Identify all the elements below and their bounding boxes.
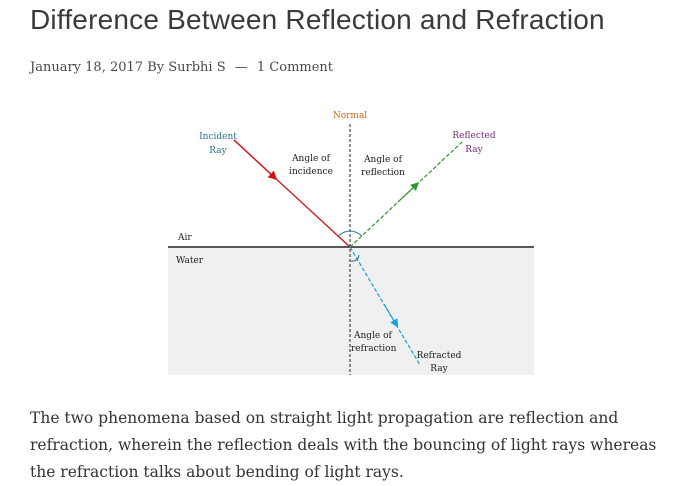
- author-link[interactable]: Surbhi S: [168, 60, 226, 75]
- by-label: By: [147, 60, 165, 75]
- refracted-ray-label-line2: Ray: [430, 364, 448, 374]
- angle-refraction-label-line2: refraction: [351, 344, 397, 354]
- reflected-ray-label-line2: Ray: [465, 145, 483, 155]
- incident-arrow: [233, 139, 278, 181]
- reflected-arrow: [397, 182, 420, 203]
- refracted-arrow: [383, 303, 399, 328]
- water-region: [168, 247, 534, 375]
- article-paragraph: The two phenomena based on straight ligh…: [30, 409, 657, 481]
- angle-refraction-label-line1: Angle of: [353, 331, 393, 341]
- article-title: Difference Between Reflection and Refrac…: [30, 4, 605, 35]
- post-date[interactable]: January 18, 2017: [30, 60, 144, 75]
- reflection-refraction-diagram: Normal Incident Ray Reflected Ray Angle …: [168, 104, 534, 376]
- diagram-svg: Normal Incident Ray Reflected Ray Angle …: [168, 111, 534, 375]
- incidence-reflection-arc: [337, 230, 363, 237]
- meta-separator: —: [234, 60, 248, 75]
- incident-ray-label-line2: Ray: [209, 146, 227, 156]
- angle-incidence-label-line1: Angle of: [291, 154, 331, 164]
- comments-link[interactable]: 1 Comment: [256, 60, 334, 75]
- refracted-ray-label-line1: Refracted: [417, 351, 462, 361]
- angle-reflection-label-line1: Angle of: [363, 155, 403, 165]
- reflected-ray: [349, 141, 463, 248]
- air-label: Air: [177, 233, 192, 243]
- normal-label: Normal: [333, 111, 367, 121]
- angle-reflection-label-line2: reflection: [361, 168, 405, 178]
- post-meta: January 18, 2017 By Surbhi S — 1 Comment: [30, 60, 333, 75]
- refraction-arc: [349, 254, 360, 262]
- angle-incidence-label-line2: incidence: [289, 167, 333, 177]
- water-label: Water: [176, 256, 204, 266]
- incident-ray-label-line1: Incident: [199, 132, 237, 142]
- reflected-ray-label-line1: Reflected: [452, 131, 495, 141]
